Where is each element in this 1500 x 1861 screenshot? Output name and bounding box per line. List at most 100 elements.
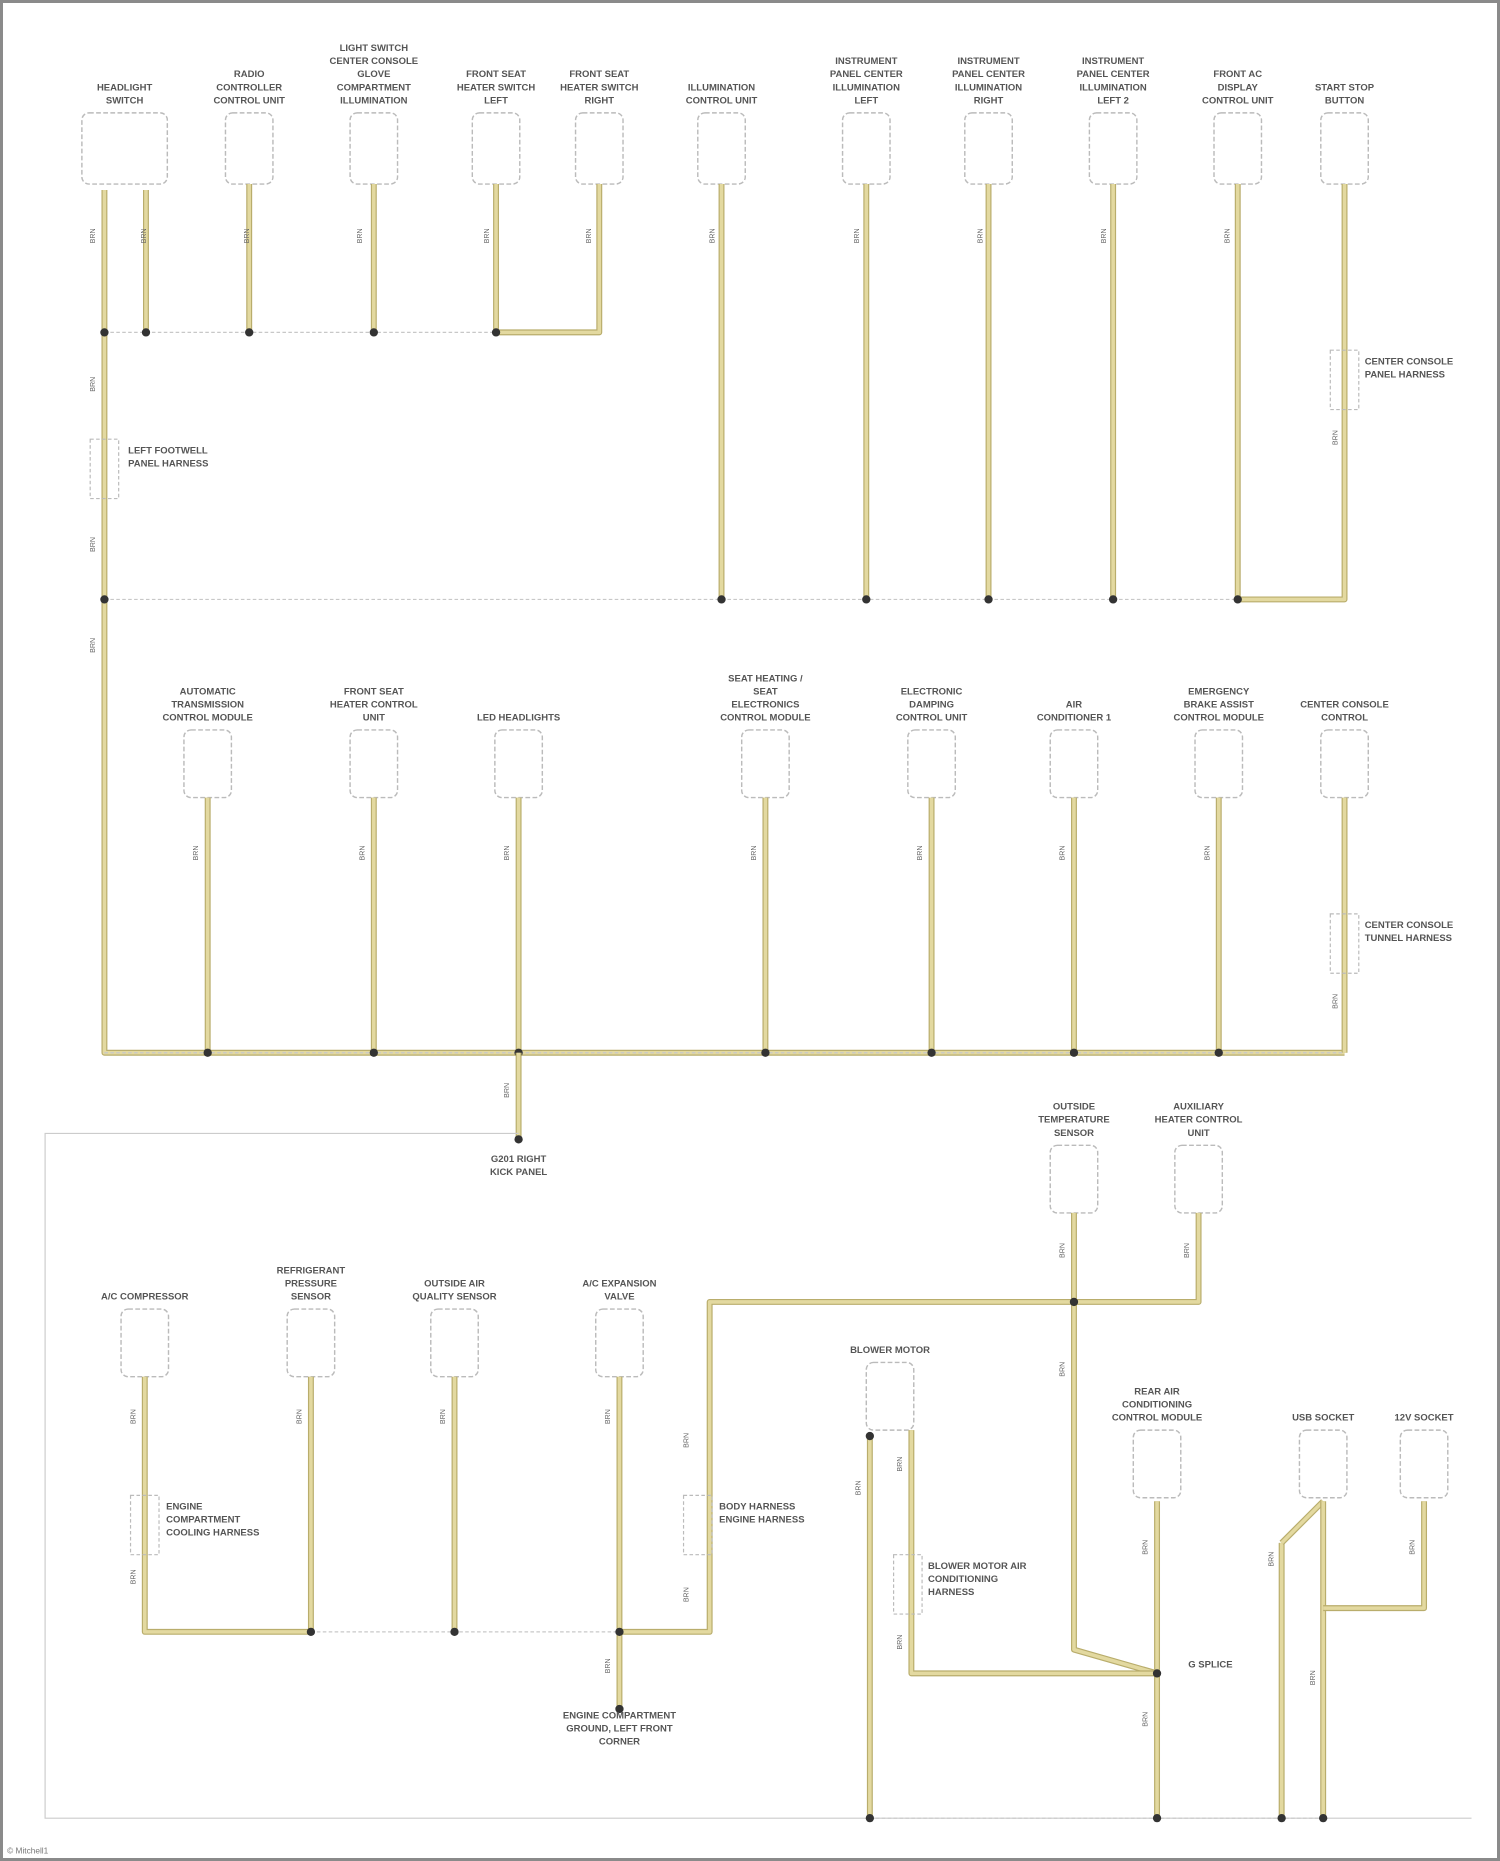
component-box (1400, 1430, 1447, 1498)
splice-node (142, 328, 150, 336)
splice-node (761, 1049, 769, 1057)
wire-color-label: BRN (750, 845, 758, 860)
splice-node (370, 1049, 378, 1057)
wire-color-label: BRN (503, 1083, 511, 1098)
splice-node (866, 1432, 874, 1440)
wire-color-label: BRN (192, 845, 200, 860)
component-box (1175, 1145, 1222, 1213)
component-label: ENGINE COMPARTMENTGROUND, LEFT FRONTCORN… (563, 1710, 676, 1747)
component-label: FRONT SEATHEATER SWITCHLEFT (457, 69, 535, 106)
component-box (82, 113, 167, 184)
splice-node (492, 328, 500, 336)
wire-color-label: BRN (295, 1409, 303, 1424)
splice-node (1070, 1049, 1078, 1057)
wire-color-label: BRN (129, 1569, 137, 1584)
wire-color-label: BRN (358, 845, 366, 860)
wire-color-label: BRN (604, 1409, 612, 1424)
splice-node (866, 1814, 874, 1822)
splice-node (307, 1628, 315, 1636)
component-box (1299, 1430, 1346, 1498)
component-label: EMERGENCYBRAKE ASSISTCONTROL MODULE (1174, 686, 1264, 723)
component-box (1321, 113, 1368, 184)
component-box (866, 1362, 913, 1430)
wire-color-label: BRN (682, 1433, 690, 1448)
wire-color-label: BRN (585, 228, 593, 243)
splice-node (1153, 1814, 1161, 1822)
wire-color-label: BRN (1409, 1540, 1417, 1555)
splice-node (100, 595, 108, 603)
wire-color-label: BRN (89, 377, 97, 392)
wire-core (496, 184, 599, 332)
component-label: REAR AIRCONDITIONINGCONTROL MODULE (1112, 1387, 1202, 1424)
component-label: OUTSIDE AIRQUALITY SENSOR (412, 1279, 496, 1303)
splice-node (717, 595, 725, 603)
connector-label: BODY HARNESSENGINE HARNESS (719, 1502, 804, 1526)
wire-color-label: BRN (1100, 228, 1108, 243)
wire-color-label: BRN (604, 1658, 612, 1673)
wire-color-label: BRN (896, 1457, 904, 1472)
wire-color-label: BRN (1183, 1243, 1191, 1258)
splice-node (1215, 1049, 1223, 1057)
wire-color-label: BRN (916, 845, 924, 860)
splice-node (615, 1628, 623, 1636)
component-box (698, 113, 745, 184)
wire-color-label: BRN (708, 228, 716, 243)
splice-node (370, 328, 378, 336)
wire-color-label: BRN (503, 845, 511, 860)
component-label: LIGHT SWITCHCENTER CONSOLEGLOVECOMPARTME… (330, 43, 419, 106)
wire-color-label: BRN (243, 228, 251, 243)
wire-color-label: BRN (89, 638, 97, 653)
component-label: INSTRUMENTPANEL CENTERILLUMINATIONRIGHT (952, 56, 1025, 106)
wire-color-label: BRN (439, 1409, 447, 1424)
component-box (596, 1309, 643, 1377)
splice-node (1277, 1814, 1285, 1822)
wire-color-label: BRN (1309, 1670, 1317, 1685)
component-label: BLOWER MOTOR (850, 1345, 930, 1356)
splice-node (450, 1628, 458, 1636)
component-box (495, 730, 542, 798)
component-box (431, 1309, 478, 1377)
splice-node (514, 1135, 522, 1143)
wire-color-label: BRN (977, 228, 985, 243)
frame-line (45, 1133, 1471, 1818)
component-box (965, 113, 1012, 184)
splice-node (1109, 595, 1117, 603)
component-box (908, 730, 955, 798)
wire-color-label: BRN (1331, 994, 1339, 1009)
wire-color-label: BRN (140, 228, 148, 243)
component-label: INSTRUMENTPANEL CENTERILLUMINATIONLEFT (830, 56, 903, 106)
splice-node (204, 1049, 212, 1057)
wire-color-label: BRN (1142, 1712, 1150, 1727)
wire-core (1282, 1501, 1324, 1543)
wire-color-label: BRN (896, 1635, 904, 1650)
wire-color-label: BRN (483, 228, 491, 243)
wire-color-label: BRN (1331, 430, 1339, 445)
component-label: SEAT HEATING /SEATELECTRONICSCONTROL MOD… (720, 673, 810, 723)
footer-copyright: © Mitchell1 (7, 1846, 49, 1856)
wire-color-label: BRN (1203, 845, 1211, 860)
wire-color-label: BRN (356, 228, 364, 243)
connector-box (894, 1555, 922, 1614)
component-box (225, 113, 272, 184)
splice-node (1070, 1298, 1078, 1306)
wire-color-label: BRN (682, 1587, 690, 1602)
component-box (350, 113, 397, 184)
component-box (1195, 730, 1242, 798)
wire (911, 1430, 1157, 1673)
wire-color-label: BRN (1058, 1362, 1066, 1377)
component-box (350, 730, 397, 798)
component-label: USB SOCKET (1292, 1413, 1354, 1424)
